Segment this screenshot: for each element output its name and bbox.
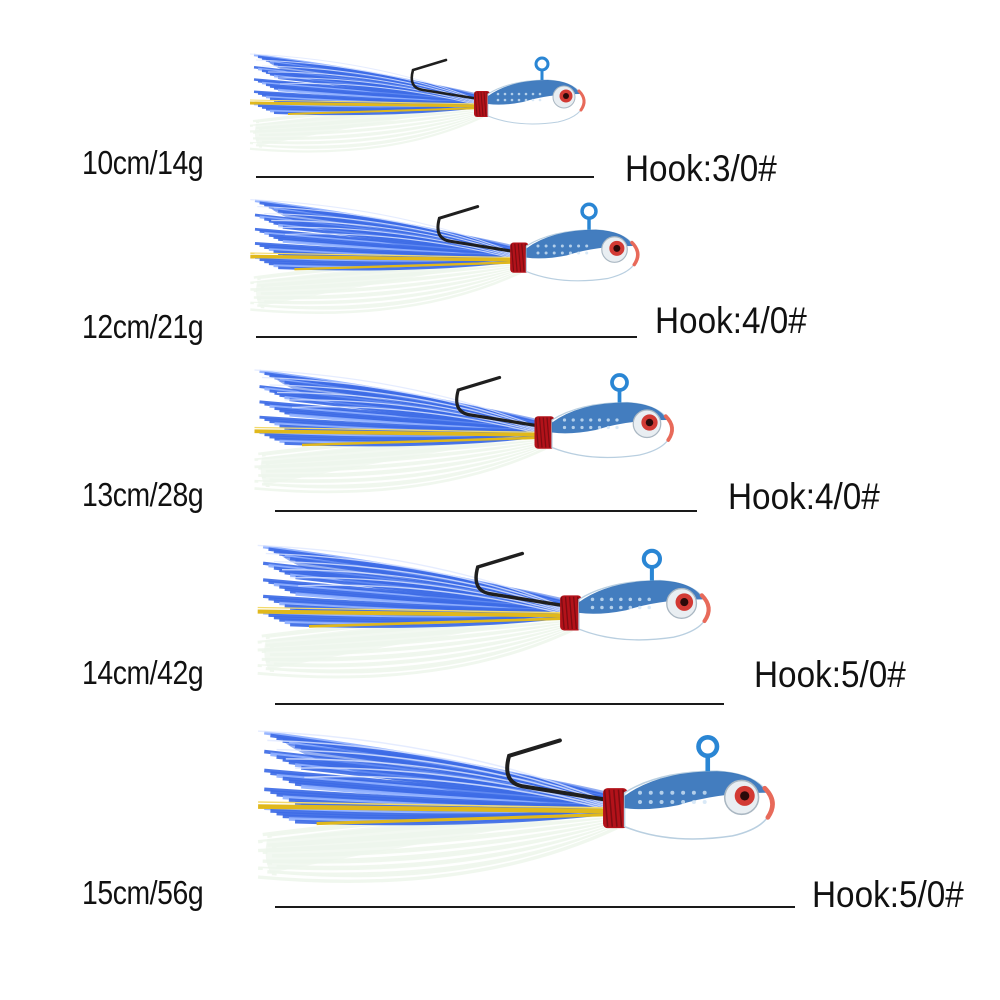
jig-head — [623, 735, 775, 840]
head-top — [526, 229, 634, 259]
tinsel-strand — [287, 107, 485, 115]
leader-line — [275, 906, 795, 908]
tinsel-strand — [254, 429, 548, 437]
leader-line — [275, 510, 697, 512]
hook-shank — [505, 738, 642, 808]
head-top — [488, 80, 580, 105]
bucktail-jig-image — [249, 53, 586, 153]
bucktail-jig-image — [250, 199, 640, 314]
hook-size-label: Hook:4/0# — [728, 476, 880, 517]
lip — [699, 593, 711, 624]
tinsel-strand — [249, 101, 485, 108]
hook-size-label: Hook:3/0# — [625, 148, 777, 189]
head-top — [552, 402, 667, 434]
eye-pupil — [740, 791, 750, 801]
jig-head — [487, 56, 586, 125]
lure-group — [249, 53, 586, 153]
tinsel-strand — [249, 99, 485, 105]
jig-head — [525, 202, 640, 282]
lip — [762, 785, 775, 820]
lure-group — [250, 199, 640, 314]
eye-pupil — [680, 598, 689, 607]
belly-fill — [255, 255, 522, 307]
size-weight-label: 14cm/42g — [82, 654, 204, 691]
hook-size-label: Hook:5/0# — [754, 654, 906, 695]
belly-fill — [264, 610, 574, 670]
belly-fibers — [249, 102, 484, 153]
tinsel-strand — [257, 609, 574, 618]
back-fibers — [257, 544, 575, 628]
jig-head — [551, 373, 674, 459]
tinsel-strand — [250, 252, 522, 259]
head-top — [624, 771, 767, 810]
bucktail-jig-image — [257, 730, 775, 883]
line-tie-eye — [641, 548, 663, 570]
tinsel-strand — [257, 606, 574, 614]
belly-fibers — [254, 430, 547, 494]
tinsel-strand — [258, 801, 619, 809]
tinsel-strand — [250, 254, 522, 262]
line-tie-eye — [696, 735, 720, 759]
tinsel-strand — [294, 261, 522, 271]
hook-shank — [410, 58, 500, 104]
tinsel-strand — [301, 436, 548, 447]
belly-fill — [265, 805, 619, 873]
tinsel-strand — [254, 426, 548, 434]
size-weight-label: 13cm/28g — [82, 476, 204, 513]
hook-shank — [474, 551, 595, 612]
size-weight-label: 10cm/14g — [82, 144, 204, 181]
line-tie-eye — [610, 373, 629, 392]
leader-line — [275, 703, 724, 705]
eye-pupil — [563, 93, 569, 99]
lure-group — [254, 369, 674, 494]
belly-fibers — [257, 805, 619, 883]
hook-size-label: Hook:5/0# — [812, 874, 964, 915]
lip — [663, 414, 674, 442]
jig-head — [578, 548, 711, 641]
hook-size-label: Hook:4/0# — [655, 300, 807, 341]
belly-fill — [254, 102, 484, 146]
bucktail-jig-image — [257, 544, 711, 679]
eye-pupil — [645, 418, 654, 427]
leader-line — [256, 336, 637, 338]
line-tie-eye — [534, 56, 550, 72]
lip — [630, 240, 640, 267]
head-top — [579, 580, 704, 614]
line-tie-eye — [580, 202, 598, 220]
eye-pupil — [613, 244, 621, 252]
lip — [577, 89, 586, 112]
hook-shank — [436, 205, 540, 257]
hook-shank — [455, 375, 567, 432]
tinsel-strand — [316, 812, 619, 826]
tinsel-strand — [258, 804, 619, 814]
bucktail-jig-image — [254, 369, 674, 494]
size-weight-label: 15cm/56g — [82, 874, 204, 911]
tinsel-strand — [308, 616, 574, 628]
lure-group — [257, 730, 775, 883]
lure-group — [257, 544, 711, 679]
leader-line — [256, 176, 594, 178]
belly-fill — [260, 430, 547, 485]
size-weight-label: 12cm/21g — [82, 308, 204, 345]
back-fibers — [250, 199, 523, 271]
